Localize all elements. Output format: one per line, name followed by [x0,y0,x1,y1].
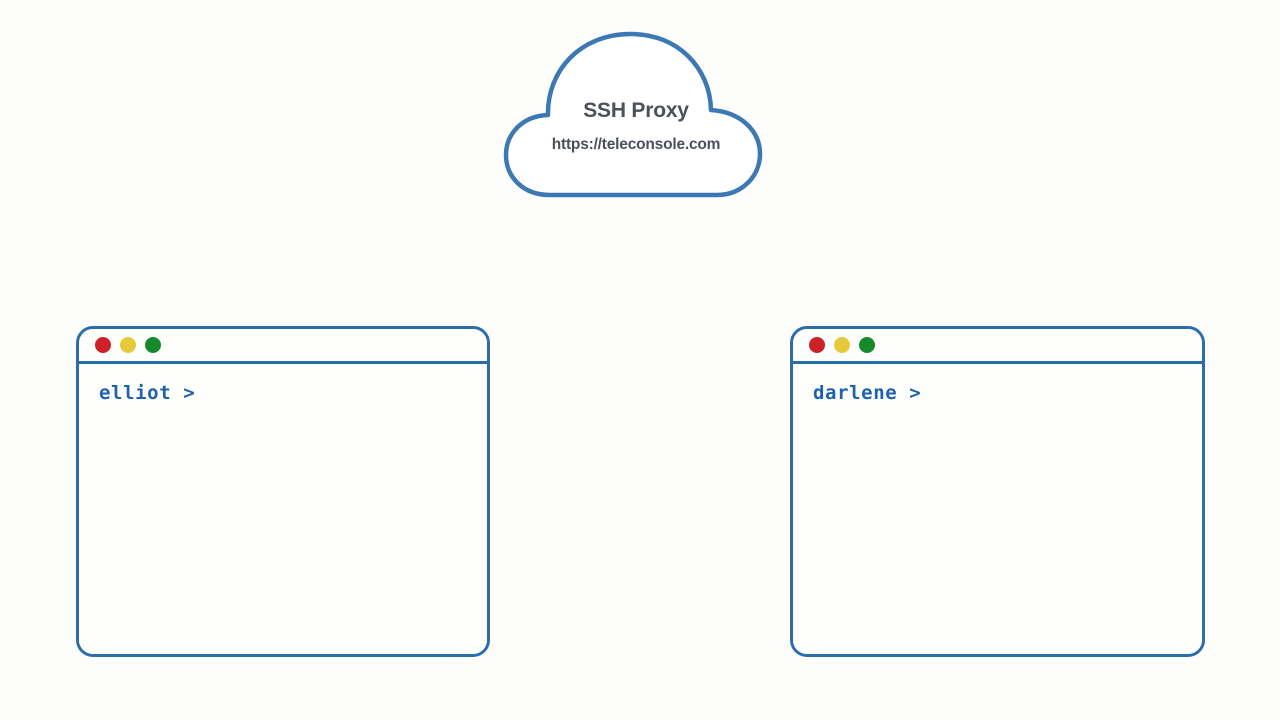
terminal-prompt: elliot > [99,382,196,404]
close-button-icon[interactable] [809,337,825,353]
terminal-window-darlene[interactable]: darlene > [790,326,1205,657]
terminal-body[interactable]: elliot > [79,364,487,654]
maximize-button-icon[interactable] [859,337,875,353]
terminal-prompt: darlene > [813,382,922,404]
terminal-titlebar [79,329,487,364]
terminal-window-elliot[interactable]: elliot > [76,326,490,657]
minimize-button-icon[interactable] [120,337,136,353]
close-button-icon[interactable] [95,337,111,353]
maximize-button-icon[interactable] [145,337,161,353]
cloud-shape-icon [503,31,763,198]
ssh-proxy-cloud: SSH Proxy https://teleconsole.com [498,24,774,204]
terminal-body[interactable]: darlene > [793,364,1202,654]
terminal-titlebar [793,329,1202,364]
minimize-button-icon[interactable] [834,337,850,353]
